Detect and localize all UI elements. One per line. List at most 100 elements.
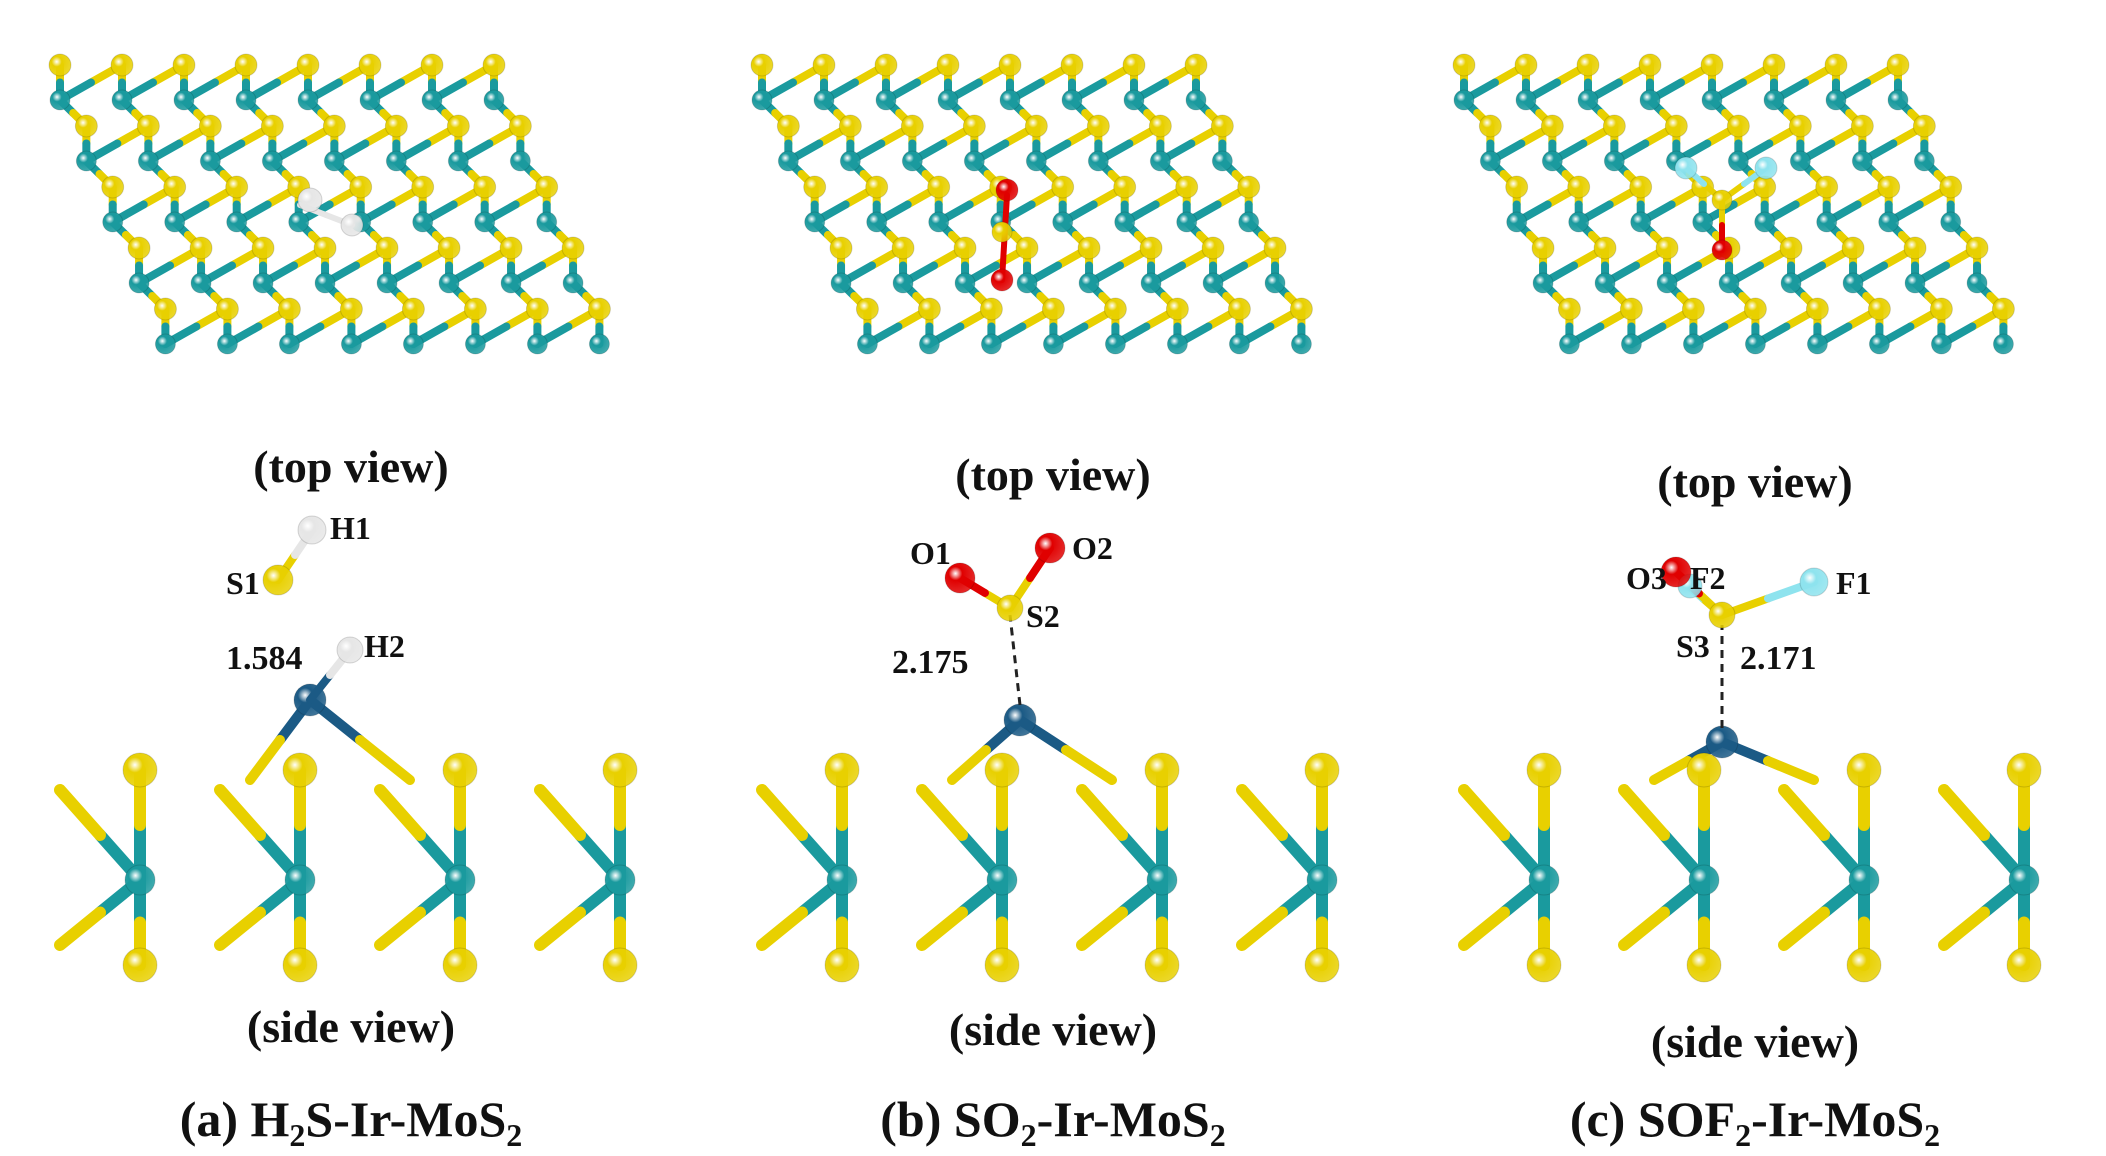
molybdenum-atom — [154, 333, 176, 355]
molybdenum-atom — [447, 150, 469, 172]
molybdenum-atom — [813, 89, 835, 111]
caption-subscript: 2 — [1209, 1117, 1226, 1153]
sulfur-atom — [172, 53, 196, 77]
sulfur-atom — [1531, 236, 1555, 260]
molybdenum-atom — [1789, 150, 1811, 172]
hydrogen-atom — [297, 515, 327, 545]
molybdenum-atom — [438, 272, 460, 294]
sulfur-atom — [1912, 114, 1936, 138]
bond — [756, 784, 808, 841]
sulfur-atom — [1726, 114, 1750, 138]
structure-svg-a — [48, 53, 638, 983]
bond — [1763, 756, 1819, 785]
bond — [1778, 906, 1830, 951]
bond — [1458, 906, 1510, 951]
molybdenum-atom — [1025, 150, 1047, 172]
molybdenum-atom — [751, 89, 773, 111]
sulfur-atom — [984, 947, 1020, 983]
sulfur-atom — [473, 175, 497, 199]
molybdenum-atom — [1123, 89, 1145, 111]
sulfur-atom — [101, 175, 125, 199]
atom-label-s2: S2 — [1026, 598, 1060, 634]
sulfur-atom — [127, 236, 151, 260]
sulfur-atom — [750, 53, 774, 77]
sulfur-atom — [1681, 297, 1705, 321]
adsorbate-molecule — [944, 178, 1066, 706]
molybdenum-atom — [1140, 272, 1162, 294]
sulfur-atom — [411, 175, 435, 199]
bond — [916, 784, 968, 841]
sulfur-atom — [1567, 175, 1591, 199]
molybdenum-atom — [323, 150, 345, 172]
panel-caption-a: (a) H2S-Ir-MoS2 — [0, 1090, 702, 1154]
sulfur-atom — [1700, 53, 1724, 77]
molybdenum-atom — [1639, 89, 1661, 111]
sulfur-atom — [482, 53, 506, 77]
sulfur-atom — [1165, 297, 1189, 321]
top-view-label: (top view) — [1657, 456, 1853, 507]
sulfur-atom — [1122, 53, 1146, 77]
molybdenum-atom — [216, 333, 238, 355]
molybdenum-atom — [937, 89, 959, 111]
bond-distance-label: 2.171 — [1740, 640, 1817, 677]
molybdenum-atom — [1114, 211, 1136, 233]
sulfur-atom — [1103, 297, 1127, 321]
molybdenum-atom — [102, 211, 124, 233]
sulfur-atom — [1788, 114, 1812, 138]
side-view-structure — [756, 703, 1340, 983]
molybdenum-atom — [1620, 333, 1642, 355]
molybdenum-atom — [1016, 272, 1038, 294]
molybdenum-atom — [1878, 211, 1900, 233]
sulfur-atom — [251, 236, 275, 260]
molybdenum-atom — [892, 272, 914, 294]
molybdenum-atom — [1887, 89, 1909, 111]
sulfur-atom — [1024, 114, 1048, 138]
molybdenum-atom — [1594, 272, 1616, 294]
sulfur-atom — [1086, 114, 1110, 138]
molybdenum-atom — [1825, 89, 1847, 111]
molybdenum-atom — [284, 864, 316, 896]
molybdenum-atom — [124, 864, 156, 896]
sulfur-atom — [1263, 236, 1287, 260]
molybdenum-atom — [1176, 211, 1198, 233]
sulfur-atom — [1237, 175, 1261, 199]
caption-text: (b) SO — [880, 1091, 1021, 1147]
sulfur-atom — [1708, 601, 1736, 629]
molybdenum-atom — [1763, 89, 1785, 111]
oxygen-atom — [995, 178, 1019, 202]
sulfur-atom — [136, 114, 160, 138]
sulfur-atom — [838, 114, 862, 138]
sulfur-atom — [1139, 236, 1163, 260]
atom-label-o1: O1 — [910, 535, 951, 571]
oxygen-atom — [944, 562, 976, 594]
sulfur-atom — [2006, 947, 2042, 983]
molybdenum-atom — [500, 272, 522, 294]
molybdenum-atom — [1577, 89, 1599, 111]
sulfur-atom — [535, 175, 559, 199]
molybdenum-atom — [1754, 211, 1776, 233]
sulfur-atom — [442, 947, 478, 983]
sulfur-atom — [561, 236, 585, 260]
caption-subscript: 2 — [1735, 1117, 1752, 1153]
dashed-bond — [1008, 614, 1022, 706]
sulfur-atom — [48, 53, 72, 77]
panel-b: (top view) (side view) O1 O2 S2 2.175 (b… — [702, 0, 1404, 1156]
molybdenum-atom — [1868, 333, 1890, 355]
sulfur-atom — [1939, 175, 1963, 199]
molybdenum-atom — [288, 211, 310, 233]
molybdenum-atom — [536, 211, 558, 233]
oxygen-atom — [1660, 556, 1692, 588]
sulfur-atom — [979, 297, 1003, 321]
sulfur-atom — [824, 947, 860, 983]
sulfur-atom — [1619, 297, 1643, 321]
sulfur-atom — [446, 114, 470, 138]
caption-text: -Ir-MoS — [1036, 1091, 1210, 1147]
sulfur-atom — [936, 53, 960, 77]
sulfur-atom — [602, 752, 638, 788]
molybdenum-atom — [1780, 272, 1802, 294]
bond — [306, 671, 334, 704]
molybdenum-atom — [252, 272, 274, 294]
bond — [374, 784, 426, 841]
bond — [534, 906, 586, 951]
molybdenum-atom — [402, 333, 424, 355]
